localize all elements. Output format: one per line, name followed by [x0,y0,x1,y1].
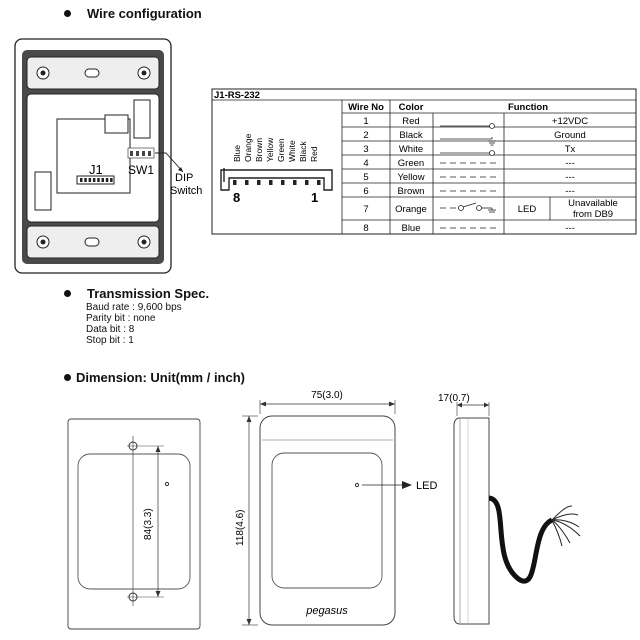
row-5-function: --- [565,172,575,183]
wire-label-black: Black [298,140,308,162]
reader-back-view [14,38,184,274]
row-5-no: 5 [363,172,368,183]
table-row: 8 Blue --- [363,223,574,234]
transmission-heading: Transmission Spec. [87,286,210,301]
header-color: Color [399,102,424,113]
wire-label-green: Green [276,138,286,162]
wire-config-heading: Wire configuration [87,6,202,21]
wire-label-red: Red [309,146,319,162]
wire-label-brown: Brown [254,138,264,162]
row-6-function: --- [565,186,575,197]
wire-label-orange: Orange [243,133,253,162]
spec-baud-rate: Baud rate : 9,600 bps [86,302,182,313]
j1-label: J1 [89,162,103,177]
table-row: 6 Brown --- [363,186,574,197]
dimension-bullet [64,374,71,381]
hole-spacing-dimension: 84(3.3) [143,508,154,540]
dimension-heading: Dimension: Unit(mm / inch) [76,370,245,385]
row-7-no: 7 [363,204,368,215]
height-dimension: 118(4.6) [235,509,246,546]
spec-parity-bit: Parity bit : none [86,313,156,324]
row-7-color: Orange [395,204,427,215]
rs232-table [211,88,637,235]
dip-label: DIP [175,172,193,184]
row-2-function: Ground [554,130,586,141]
row-2-color: Black [399,130,422,141]
table-row: 2 Black Ground [363,130,585,141]
row-7-function-line1: Unavailable [568,198,618,209]
row-3-no: 3 [363,144,368,155]
header-wire-no: Wire No [348,102,384,113]
header-function: Function [508,102,548,113]
spec-data-bit: Data bit : 8 [86,324,135,335]
rs232-table-title: J1-RS-232 [214,90,260,101]
row-8-function: --- [565,223,575,234]
table-row: 7 Orange LED Unavailable from DB9 [363,198,617,220]
wire-label-white: White [287,140,297,162]
width-dimension: 75(3.0) [311,390,343,401]
wire-label-yellow: Yellow [265,137,275,162]
spec-stop-bit: Stop bit : 1 [86,335,134,346]
row-6-color: Brown [398,186,425,197]
row-8-no: 8 [363,223,368,234]
row-3-function: Tx [565,144,576,155]
row-4-function: --- [565,158,575,169]
row-7-led-label: LED [518,204,537,215]
table-row: 1 Red +12VDC [363,116,588,127]
row-2-no: 2 [363,130,368,141]
wire-config-bullet [64,10,71,17]
row-1-color: Red [402,116,419,127]
row-8-color: Blue [401,223,420,234]
wire-label-blue: Blue [232,145,242,162]
transmission-bullet [64,290,71,297]
row-4-no: 4 [363,158,368,169]
depth-dimension: 17(0.7) [438,393,470,404]
table-row: 3 White Tx [363,144,575,155]
row-1-function: +12VDC [552,116,588,127]
sw1-label: SW1 [128,163,154,177]
row-5-color: Yellow [397,172,424,183]
j1-pins [80,178,113,182]
led-callout: LED [416,480,437,492]
row-3-color: White [399,144,423,155]
row-7-function-line2: from DB9 [573,209,613,220]
transmission-spec-list: Baud rate : 9,600 bps Parity bit : none … [86,302,182,346]
table-row: 4 Green --- [363,158,574,169]
front-view-drawing [242,400,412,626]
pegasus-logo: pegasus [305,605,348,617]
switch-label: Switch [170,185,202,197]
row-6-no: 6 [363,186,368,197]
row-1-no: 1 [363,116,368,127]
pin-1-label: 1 [311,190,318,205]
side-view-drawing [453,402,581,625]
pin-8-label: 8 [233,190,240,205]
table-row: 5 Yellow --- [363,172,574,183]
row-4-color: Green [398,158,424,169]
back-plate-drawing [67,418,201,630]
